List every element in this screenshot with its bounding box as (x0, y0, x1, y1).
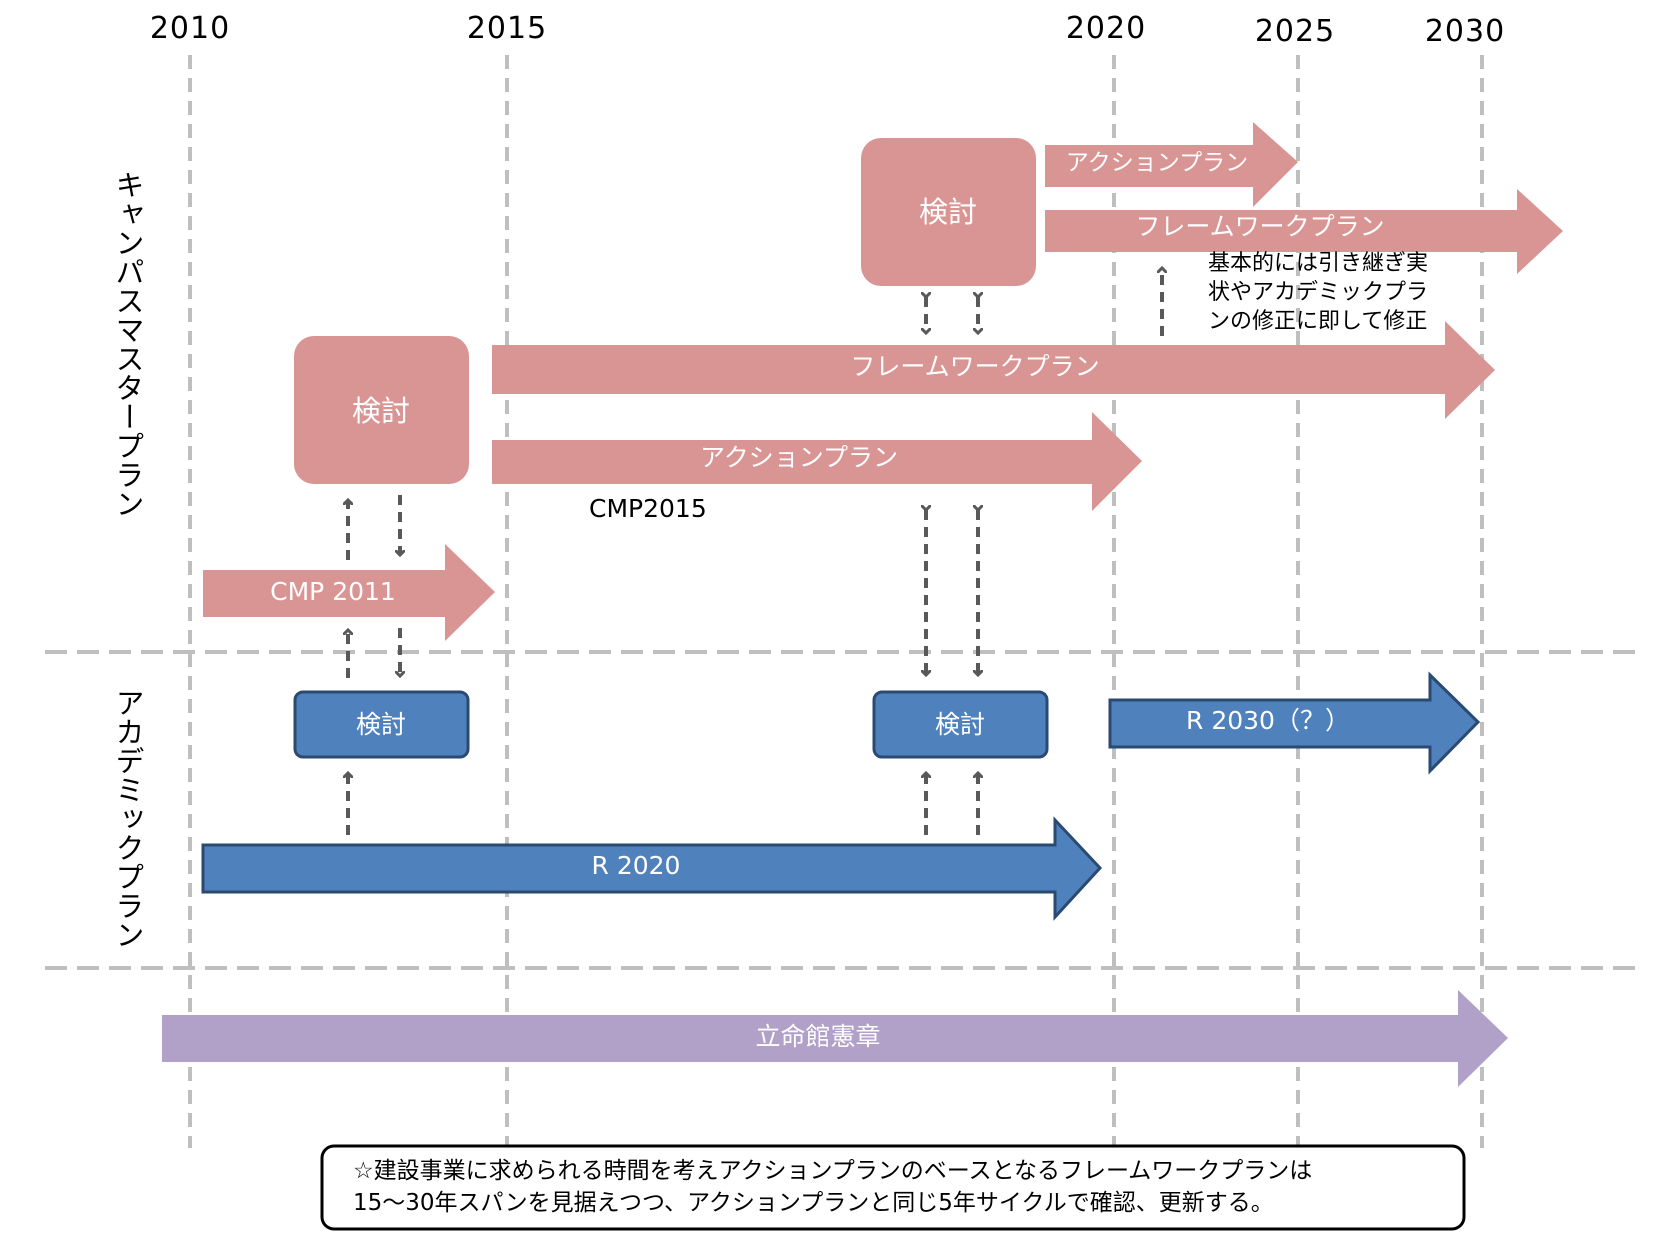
academic-review-box-1-label: 検討 (356, 710, 406, 739)
section-label-academic-plan: アカデミックプラン (111, 688, 145, 949)
r2030-label: R 2030（？） (1186, 706, 1350, 735)
action-plan-1-label: アクションプラン (700, 443, 898, 472)
action-plan-2-label: アクションプラン (1066, 150, 1248, 176)
cmp2011-label: CMP 2011 (270, 577, 396, 606)
note-line-1: 基本的には引き継ぎ実 (1208, 251, 1428, 276)
action-plan-arrow-2 (1045, 122, 1298, 207)
section-label-campus-master-plan: キャンパスマスタープラン (111, 170, 145, 518)
framework-plan-1-label: フレームワークプラン (850, 352, 1099, 381)
footer-note-box (320, 1144, 1466, 1231)
footer-note-line-2: 15～30年スパンを見据えつつ、アクションプランと同じ5年サイクルで確認、更新す… (353, 1190, 1274, 1216)
section-dividers (45, 650, 1635, 970)
campus-review-box-1-label: 検討 (352, 394, 410, 428)
campus-review-box-1 (294, 336, 469, 484)
year-label-2015: 2015 (467, 11, 547, 46)
action-plan-arrow-1 (492, 412, 1142, 511)
year-label-2030: 2030 (1425, 14, 1505, 49)
year-label-2010: 2010 (150, 11, 230, 46)
academic-review-box-2-label: 検討 (935, 710, 985, 739)
year-gridlines (188, 55, 1484, 1148)
framework-plan-arrow-2 (1045, 189, 1563, 274)
academic-review-box-2 (872, 690, 1049, 759)
campus-review-box-2 (861, 138, 1036, 286)
r2030-arrow (1108, 671, 1481, 775)
r2020-label: R 2020 (592, 851, 681, 880)
academic-review-box-1 (293, 690, 470, 759)
charter-label: 立命館憲章 (755, 1022, 880, 1051)
framework-plan-2-label: フレームワークプラン (1135, 212, 1384, 241)
year-labels: 2010 2015 2020 2025 2030 (150, 11, 1505, 49)
year-label-2025: 2025 (1255, 14, 1335, 49)
year-label-2020: 2020 (1066, 11, 1146, 46)
cmp2015-label: CMP2015 (589, 494, 707, 523)
r2020-arrow (201, 816, 1103, 921)
campus-review-box-2-label: 検討 (919, 195, 977, 229)
charter-arrow (162, 990, 1508, 1087)
dashed-connectors (348, 268, 1162, 835)
cmp2011-arrow (203, 544, 495, 641)
footer-note-line-1: ☆建設事業に求められる時間を考えアクションプランのベースとなるフレームワークプラ… (353, 1158, 1312, 1184)
framework-plan-arrow-1 (492, 321, 1495, 419)
note-line-2: 状やアカデミックプラ (1208, 280, 1428, 305)
note-line-3: ンの修正に即して修正 (1208, 309, 1427, 334)
